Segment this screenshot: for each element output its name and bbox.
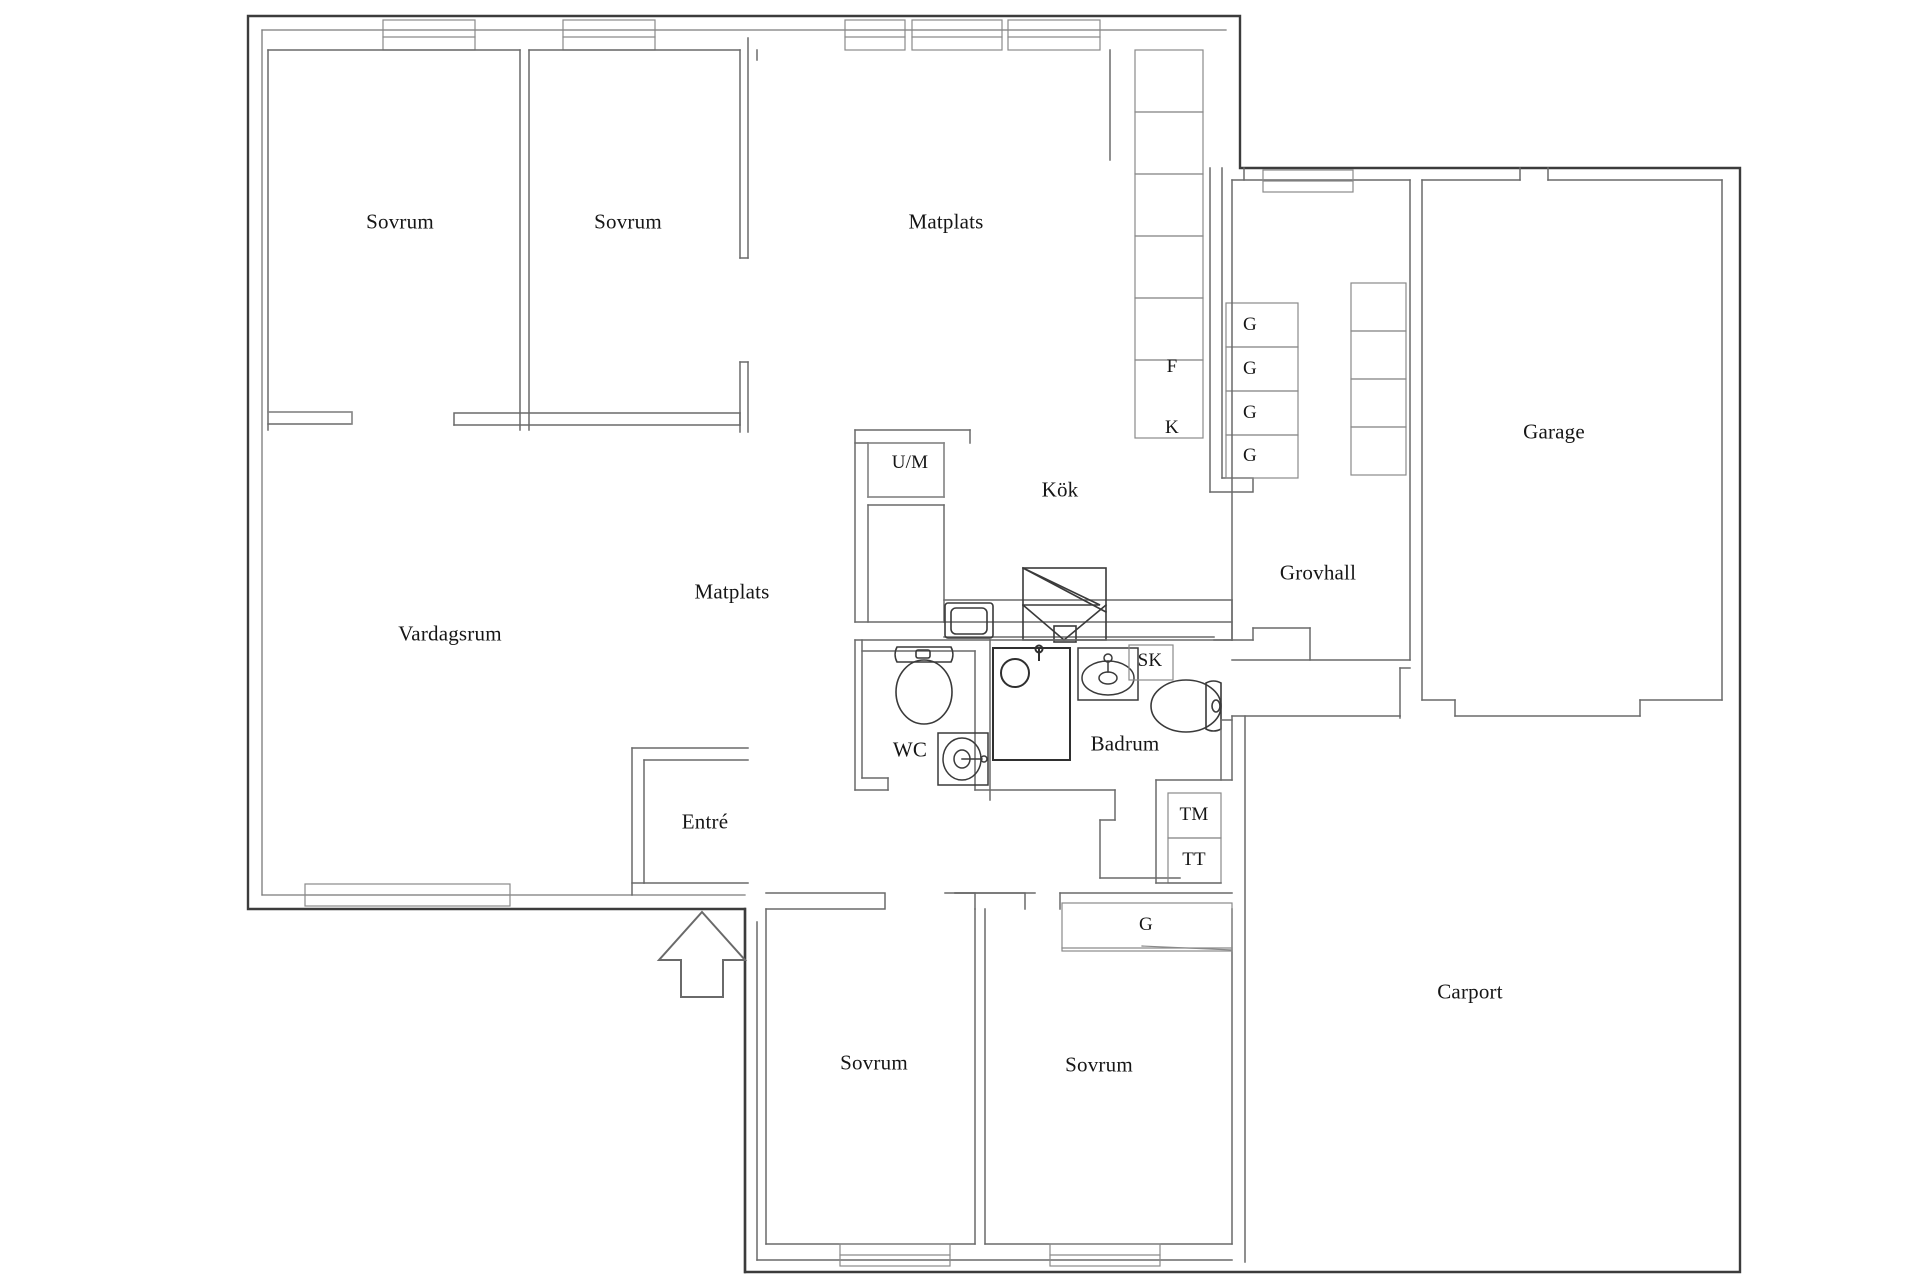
kitchen-sink	[944, 602, 994, 639]
room-label-vardagsrum: Vardagsrum	[398, 621, 502, 646]
appliance-label-oven-micro: U/M	[891, 452, 929, 473]
window-top-5	[1007, 19, 1101, 51]
room-label-matplats-center: Matplats	[694, 579, 770, 604]
window-top-2	[562, 19, 656, 51]
entrance-direction-arrow	[656, 910, 748, 998]
stove-hob	[1021, 566, 1108, 643]
window-grovhall	[1262, 169, 1354, 193]
room-garage-walls	[1421, 167, 1723, 717]
outer-boundary	[246, 14, 1742, 1274]
sk-cabinet-box	[1128, 644, 1174, 681]
shower-enclosure	[992, 644, 1071, 761]
hall-wardrobe-g	[1061, 902, 1233, 952]
window-sovrum-bl-bottom	[839, 1243, 951, 1267]
room-sovrum-top-left-walls	[267, 49, 521, 431]
room-label-entre: Entré	[681, 809, 729, 834]
room-sovrum-bottom-mid-walls	[954, 892, 1233, 1245]
appliance-label-dish-cabinet: SK	[1137, 650, 1163, 671]
room-entre-walls	[631, 747, 749, 896]
kitchen-cabinet-column	[1134, 49, 1204, 439]
appliance-label-freezer: K	[1165, 417, 1179, 438]
appliance-label-fridge: F	[1166, 356, 1178, 377]
badrum-toilet-icon	[1150, 679, 1222, 733]
window-top-4	[911, 19, 1003, 51]
room-label-sovrum-bottom-left: Sovrum	[840, 1050, 908, 1075]
laundry-nook-walls	[1155, 779, 1233, 884]
room-label-sovrum-bottom-mid: Sovrum	[1065, 1052, 1133, 1077]
window-vardagsrum-bottom	[304, 883, 511, 907]
room-label-carport: Carport	[1437, 979, 1503, 1004]
room-carport-walls	[1244, 715, 1401, 1263]
appliance-label-wardrobe-k2: G	[1243, 358, 1257, 379]
room-matplats-top-walls	[756, 49, 1111, 161]
wc-washbasin-icon	[937, 732, 989, 786]
door-opening-sovrum-top-left	[267, 411, 353, 425]
appliance-label-wardrobe-k4: G	[1243, 445, 1257, 466]
room-label-sovrum-top-mid: Sovrum	[594, 209, 662, 234]
room-label-kok: Kök	[1041, 477, 1079, 502]
bottom-wing-inner-lines	[756, 921, 1233, 1261]
wardrobe-column-kitchen	[1225, 302, 1299, 479]
badrum-washbasin-icon	[1077, 647, 1139, 701]
room-label-garage: Garage	[1523, 419, 1585, 444]
room-wc-walls	[854, 639, 991, 791]
appliance-label-dryer: TT	[1182, 849, 1206, 870]
window-sovrum-bm-bottom	[1049, 1243, 1161, 1267]
room-label-badrum: Badrum	[1090, 731, 1160, 756]
window-top-1	[382, 19, 476, 51]
appliance-label-washer: TM	[1179, 804, 1209, 825]
appliance-label-wardrobe-k3: G	[1243, 402, 1257, 423]
room-label-grovhall: Grovhall	[1279, 560, 1357, 585]
wall-geometry	[246, 14, 1742, 1274]
room-sovrum-top-mid-walls	[453, 37, 749, 433]
appliance-label-wardrobe-hall: G	[1139, 914, 1153, 935]
room-label-matplats-top: Matplats	[908, 209, 984, 234]
grovhall-shelf-column	[1350, 282, 1407, 476]
passage-badrum-grovhall	[1220, 715, 1233, 781]
wc-toilet-icon	[894, 646, 954, 725]
window-top-3	[844, 19, 906, 51]
room-badrum-walls	[974, 639, 1233, 879]
room-grovhall-walls	[1231, 167, 1411, 717]
room-label-sovrum-top-left: Sovrum	[366, 209, 434, 234]
appliance-label-wardrobe-k1: G	[1243, 314, 1257, 335]
room-label-wc: WC	[892, 737, 928, 762]
outer-wall-inner-line	[261, 29, 1227, 896]
